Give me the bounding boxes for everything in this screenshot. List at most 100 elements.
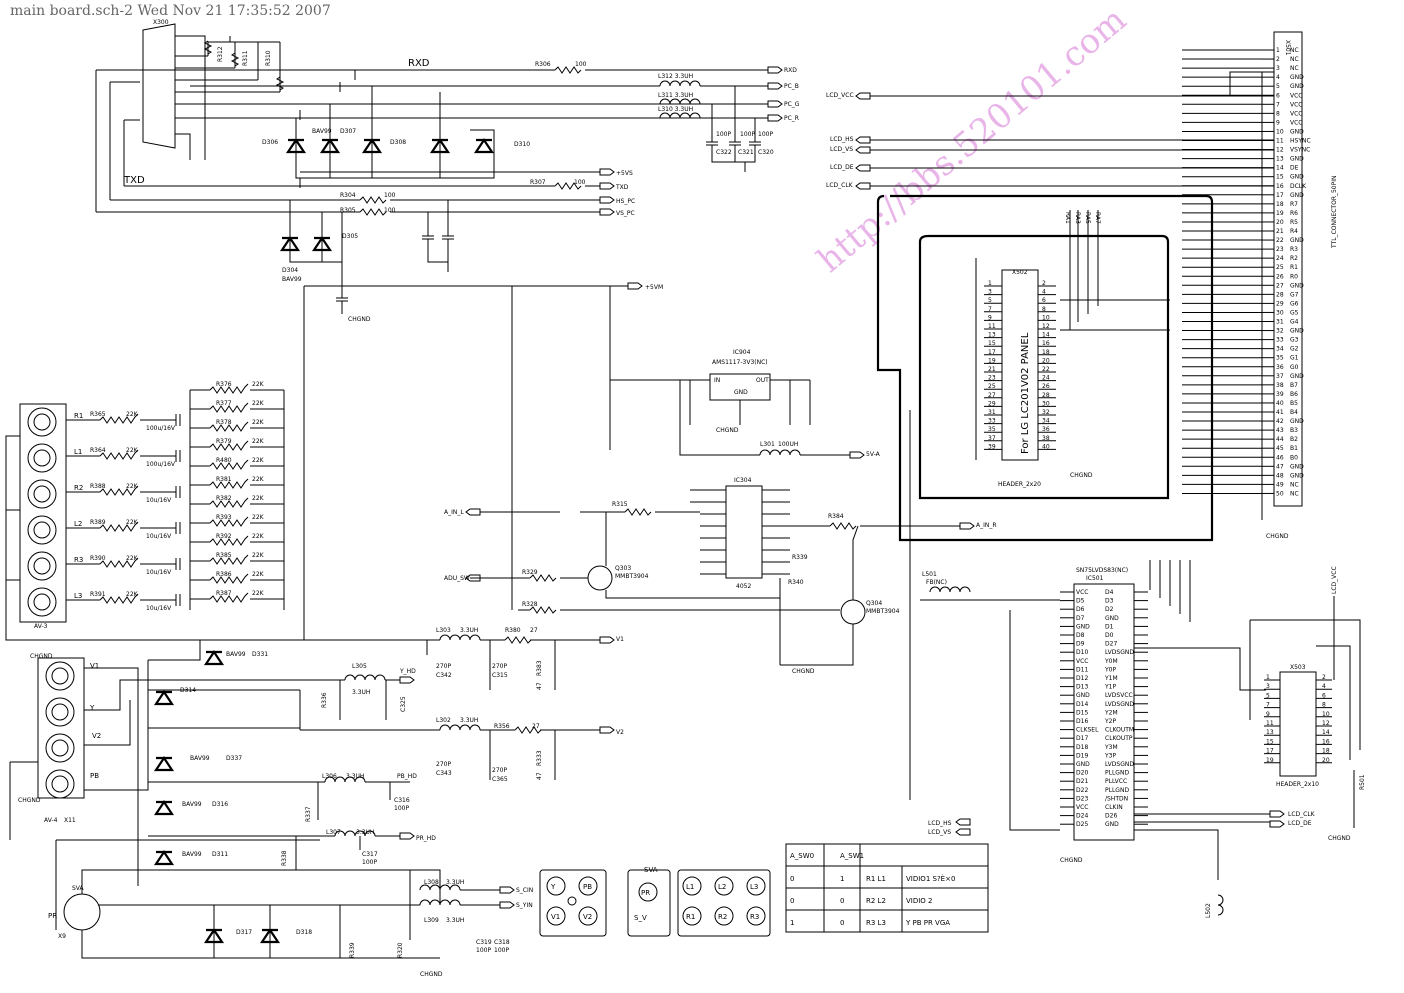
r304-value: 100 — [384, 192, 396, 199]
r380-label: R380 — [505, 627, 521, 634]
ttl-pin-name: R0 — [1290, 273, 1298, 280]
ttl-pin-name: VCC — [1290, 119, 1302, 126]
audio-row-value: 22K — [252, 514, 265, 521]
x502-pin-number: 10 — [1042, 314, 1050, 321]
r339b-label: R339 — [349, 942, 356, 958]
chgnd-1: CHGND — [348, 316, 371, 323]
panel-bus — [975, 210, 1170, 460]
l306-coil — [324, 776, 366, 783]
hs-vs-arrows — [599, 196, 615, 216]
ic904-part: AMS1117-3V3(NC) — [712, 359, 768, 366]
y-hd-label: Y_HD — [399, 668, 416, 675]
chgnd-x502: CHGND — [1070, 472, 1093, 479]
lcd-de-label: LCD_DE — [830, 164, 854, 171]
r356-label: R356 — [494, 723, 510, 730]
lvds-left-pin-name: D8 — [1076, 632, 1085, 639]
av3-jacks — [27, 407, 57, 617]
d304-bav99: BAV99 — [282, 276, 302, 283]
audio-row-ref: R377 — [216, 400, 232, 407]
pb-hd-line — [310, 781, 410, 820]
pc-g-out: PC_G — [784, 101, 800, 108]
audio-input-ref: R391 — [90, 591, 106, 598]
ttl-pin-name: G2 — [1290, 346, 1299, 353]
txd-out: TXD — [615, 184, 629, 191]
av4-body — [37, 657, 85, 799]
audio-row-value: 22K — [252, 438, 265, 445]
x502-pin-number: 7 — [988, 306, 992, 313]
r333-value: 47 — [536, 772, 543, 780]
x502-pin-number: 11 — [988, 323, 996, 330]
r305-value: 100 — [384, 207, 396, 214]
ttl-pin-number: 11 — [1276, 138, 1284, 145]
x501-ref: X501 — [1284, 40, 1291, 56]
audio-input-resistor — [99, 485, 139, 496]
ttl-pin-number: 19 — [1276, 210, 1284, 217]
ttl-pin-number: 21 — [1276, 228, 1284, 235]
ttl-pin-name: G7 — [1290, 291, 1299, 298]
ic304-pins — [700, 489, 790, 575]
q303-label: Q303 — [615, 565, 631, 572]
x502-pin-number: 20 — [1042, 357, 1050, 364]
audio-input-value: 22K — [126, 483, 139, 490]
audio-rail — [189, 390, 285, 610]
legend-audio-label: R2 — [718, 913, 727, 921]
ttl-pin-name: G3 — [1290, 337, 1299, 344]
pr-hd-arrow — [399, 832, 415, 840]
x503-pin-number: 20 — [1322, 757, 1330, 764]
lvds-right-pin-name: Y2M — [1104, 709, 1118, 716]
adu-sw-label: ADU_SW — [444, 575, 470, 582]
audio-row-value: 22K — [252, 381, 265, 388]
l308-label: L308 — [424, 879, 439, 886]
d307-label: D307 — [340, 128, 356, 135]
audio-jack-label: R1 — [74, 412, 83, 420]
lvds-left-pin-name: VCC — [1076, 804, 1088, 811]
x503-pin-number: 8 — [1322, 702, 1326, 709]
audio-row-resistor — [209, 592, 249, 603]
c317-value: 100P — [362, 859, 377, 866]
ttl-pin-name: VCC — [1290, 92, 1302, 99]
x502-pin-number: 24 — [1042, 375, 1050, 382]
audio-cap — [175, 594, 181, 606]
pc-r-out: PC_R — [784, 115, 799, 122]
legend-pad-circle — [578, 876, 598, 896]
audio-cap-value: 100u/16V — [146, 461, 176, 468]
ttl-pin-number: 41 — [1276, 409, 1284, 416]
d311-label: D311 — [212, 851, 228, 858]
c365-label: C365 — [492, 776, 508, 783]
bav99-a: BAV99 — [312, 128, 332, 135]
audio-row-resistor — [209, 497, 249, 508]
av3-jack-outer — [27, 587, 57, 617]
l310-label: L310 3.3UH — [658, 106, 693, 113]
q-net — [470, 525, 859, 666]
x503-pin-number: 10 — [1322, 711, 1330, 718]
lcd-vcc-label: LCD_VCC — [826, 92, 854, 99]
c319-value: 100P — [476, 947, 491, 954]
ttl-pin-name: G1 — [1290, 355, 1299, 362]
x503-pin-number: 2 — [1322, 674, 1326, 681]
d331-bav: BAV99 — [226, 651, 246, 658]
lvds-left-pin-name: D9 — [1076, 641, 1085, 648]
audio-cap-value: 10u/16V — [146, 605, 172, 612]
lvds-left-pin-name: D14 — [1076, 701, 1088, 708]
audio-row-value: 22K — [252, 495, 265, 502]
x502-pin-number: 40 — [1042, 443, 1050, 450]
ttl-pin-name: R2 — [1290, 255, 1298, 262]
ttl-pin-number: 39 — [1276, 391, 1284, 398]
ttl-pin-name: B2 — [1290, 436, 1298, 443]
x502-pin-number: 13 — [988, 332, 996, 339]
adu-sw-arrow — [465, 574, 481, 582]
header2x20-label: HEADER_2x20 — [998, 481, 1041, 488]
legend-audio-circle — [714, 876, 734, 896]
audio-row-resistor — [209, 535, 249, 546]
c325-label: C325 — [400, 696, 407, 712]
legend-audio-circle — [682, 906, 702, 926]
x503-pin-number: 19 — [1266, 757, 1274, 764]
x502-pin-number: 9 — [988, 314, 992, 321]
ttl-pin-number: 20 — [1276, 219, 1284, 226]
ttl-pin-name: GND — [1290, 128, 1304, 135]
y-hd-line — [300, 679, 400, 720]
v2-line — [427, 729, 600, 780]
lvds-right-pin-name: LVDSGND — [1105, 649, 1134, 656]
